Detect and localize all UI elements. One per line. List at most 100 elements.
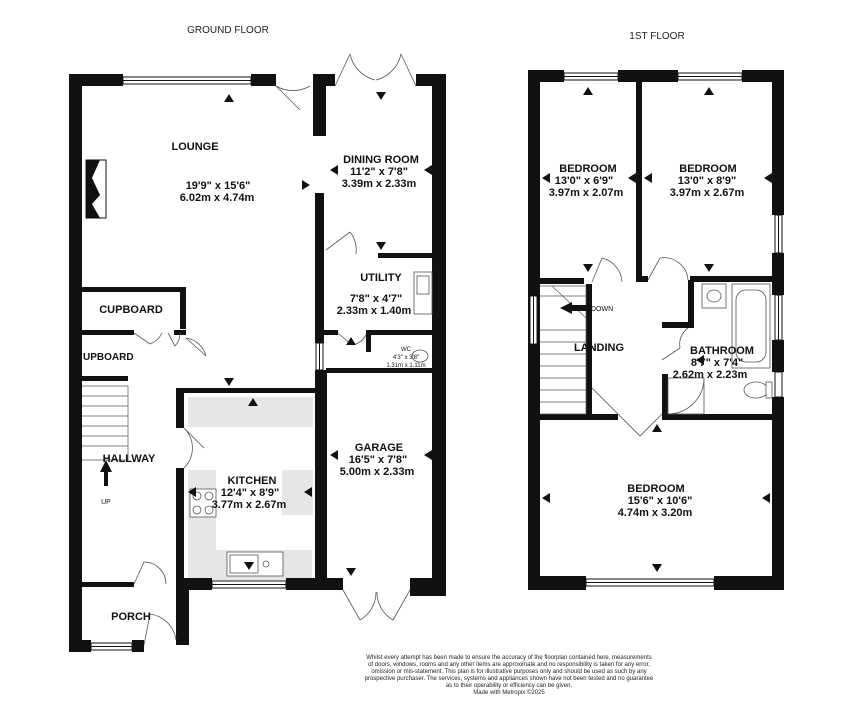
door-porch-inner	[133, 561, 167, 585]
dining-metric: 3.39m x 2.33m	[342, 178, 417, 190]
door-garage	[342, 589, 411, 621]
door-dining-french	[334, 53, 417, 87]
arrow-up-icon	[704, 87, 714, 95]
arrow-right-icon	[302, 180, 310, 190]
stairs-down-label: DOWN	[591, 306, 613, 313]
wall-ff-west-mid	[528, 280, 540, 296]
wall-bed3-north-left	[540, 414, 618, 420]
bedroom3-name: BEDROOM	[627, 483, 684, 495]
garage-imperial: 16'5" x 7'8"	[349, 454, 407, 466]
wall-wc-north	[366, 330, 434, 335]
arrow-left-icon	[330, 450, 338, 460]
arrow-right-icon	[764, 173, 772, 183]
dining-imperial: 11'2" x 7'8"	[350, 166, 408, 178]
stairs-ground	[82, 385, 129, 461]
wall-utility-north	[378, 253, 434, 258]
door-porch-front	[143, 613, 177, 646]
dim-arrows-ground	[188, 92, 432, 576]
wall-garage-north	[326, 368, 434, 373]
kitchen-counter-left	[188, 470, 216, 580]
disclaimer-line: omission or mis-statement. This plan is …	[371, 669, 646, 675]
arrow-right-icon	[304, 487, 312, 497]
fixtures-ground	[189, 271, 433, 577]
wall-ff-east-mid	[772, 253, 784, 295]
door-bed1	[591, 257, 623, 283]
arrow-left-icon	[330, 165, 338, 175]
wall-garage-south-right	[410, 578, 446, 596]
wall-kitchen-south-right	[286, 578, 316, 590]
lounge-name: LOUNGE	[171, 141, 218, 153]
wall-bedroom-divider	[636, 80, 642, 282]
fixtures-bath	[667, 283, 773, 415]
arrow-left-icon	[542, 173, 550, 183]
arrow-left-icon	[188, 487, 196, 497]
wc-imperial: 4'3" x 3'8"	[393, 355, 419, 361]
arrow-right-icon	[762, 493, 770, 503]
arrow-left-icon	[542, 493, 550, 503]
utility-metric: 2.33m x 1.40m	[337, 305, 412, 317]
garage-metric: 5.00m x 2.33m	[340, 466, 415, 478]
arrow-up-icon	[248, 398, 258, 406]
wall-kitchen-garage	[315, 370, 327, 588]
disclaimer-line: of doors, windows, rooms and any other i…	[368, 662, 650, 668]
wall-ff-east-lower	[772, 397, 784, 590]
arrow-down-icon	[376, 92, 386, 100]
wc-metric: 1.31m x 1.11m	[386, 363, 425, 369]
wall-porch-south-left	[69, 640, 91, 652]
wall-ff-south-left	[528, 576, 586, 590]
kitchen-imperial: 12'4" x 8'9"	[221, 487, 279, 499]
disclaimer-credit: Made with Metropix ©2025	[473, 689, 545, 696]
arrow-left-icon	[696, 355, 704, 365]
wall-bed3-north-right	[662, 414, 774, 420]
fireplace-hearth-icon	[86, 160, 100, 218]
wall-garage-south-left	[313, 578, 343, 590]
wall-lounge-utility	[315, 193, 324, 343]
stairs-first	[540, 285, 587, 415]
wall-understairs	[82, 376, 128, 381]
doors-ground	[133, 53, 417, 646]
door-utility	[325, 231, 351, 251]
wall-stair-east	[586, 284, 592, 416]
kitchen-name: KITCHEN	[228, 475, 277, 487]
wall-lounge-dining-upper	[313, 74, 326, 136]
door-cupboard	[133, 332, 163, 345]
first-floor-plan: DOWN	[528, 70, 784, 590]
dining-name: DINING ROOM	[343, 154, 419, 166]
cupboard-name: CUPBOARD	[99, 304, 163, 316]
bathroom-name: BATHROOM	[690, 345, 754, 357]
stairs-up-arrow-icon	[100, 460, 112, 472]
wall-cupboard-north	[82, 287, 186, 292]
bathroom-imperial: 8'7" x 7'4"	[691, 357, 743, 369]
dim-arrows-first	[542, 87, 772, 572]
bath-toilet-icon	[743, 381, 769, 399]
stairs-down-arrow-shaft	[572, 305, 588, 311]
arrow-down-icon	[224, 378, 234, 386]
wall-porch-north	[82, 582, 134, 587]
wall-kitchen-west-lower	[176, 468, 184, 590]
wc-toilet-icon	[411, 349, 429, 363]
bathroom-metric: 2.62m x 2.23m	[673, 369, 748, 381]
wall-porch-east	[176, 590, 189, 645]
arrow-down-icon	[376, 242, 386, 250]
garage-name: GARAGE	[355, 442, 403, 454]
landing-name: LANDING	[574, 342, 624, 354]
doors-first	[591, 257, 689, 437]
kitchen-counter-top	[188, 397, 313, 427]
door-bed3	[591, 387, 663, 437]
hallway-name: HALLWAY	[103, 453, 156, 465]
bedroom3-metric: 4.74m x 3.20m	[618, 507, 693, 519]
arrow-up-icon	[224, 94, 234, 102]
wall-ff-north-left	[528, 70, 564, 82]
windows-ground	[90, 76, 324, 651]
windows-first	[529, 72, 783, 587]
arrow-right-icon	[424, 165, 432, 175]
lounge-metric: 6.02m x 4.74m	[180, 192, 255, 204]
bedroom2-name: BEDROOM	[679, 163, 736, 175]
arrow-down-icon	[652, 564, 662, 572]
stairs-down-arrow-icon	[560, 302, 572, 314]
bedroom1-name: BEDROOM	[559, 163, 616, 175]
arrow-up-icon	[583, 87, 593, 95]
wc-name: WC	[401, 347, 412, 353]
disclaimer-line: as to their operability or efficiency ca…	[446, 683, 573, 689]
